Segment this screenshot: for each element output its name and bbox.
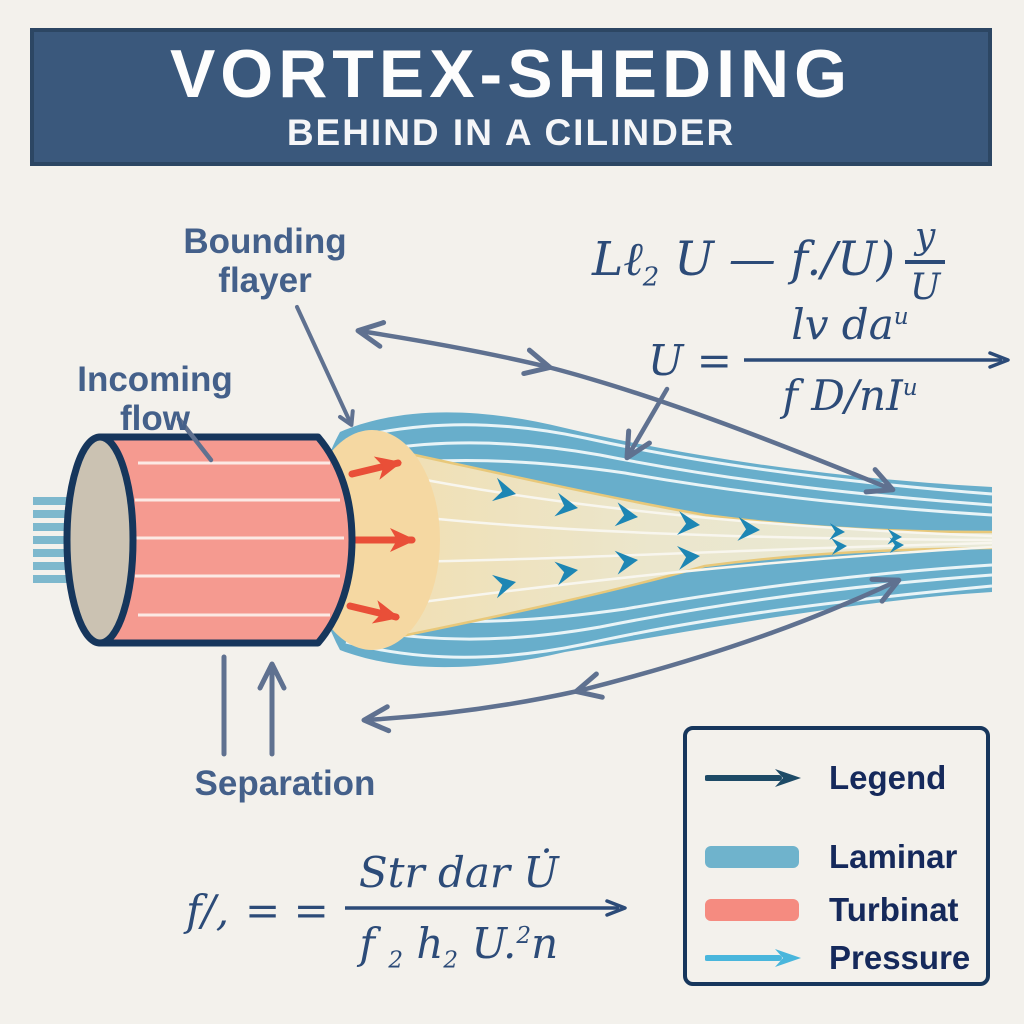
fraction-arrow-bar-icon: [344, 899, 627, 917]
annotation-arrow-top: [355, 320, 553, 377]
annotation-arrow-bottom-continue: [361, 688, 581, 734]
fraction-denominator: U: [909, 267, 941, 308]
fraction-denominator: f 2 h2 U.2n: [359, 919, 559, 974]
formula-velocity-lhs: U =: [648, 335, 732, 385]
annotation-arrow-top-continue: [545, 364, 896, 495]
fraction-denominator: f D/nIu: [782, 371, 918, 420]
formula-top-fraction: y U: [905, 216, 946, 308]
flow-chevron-icon: [829, 523, 845, 540]
flow-chevron-icon: [889, 537, 904, 554]
boundary-layer-pointer: [295, 305, 355, 427]
formula-velocity-fraction: lv dau f D/nIu: [743, 300, 1016, 420]
red-flow-arrow-icon: [346, 600, 400, 624]
cylinder-surface-lines: [135, 461, 344, 617]
label-separation: Separation: [194, 764, 376, 803]
incoming-stream-stripes: [33, 497, 71, 583]
label-incoming-flow: Incoming flow: [55, 360, 255, 438]
flow-chevron-icon: [614, 550, 638, 575]
flow-chevron-icon: [614, 502, 638, 527]
legend-item-label: Turbinat: [829, 891, 959, 928]
annotation-arrows: [176, 305, 902, 757]
formula-top-base: Lℓ: [592, 231, 643, 287]
formula-top-rest: U — f./U): [659, 231, 896, 287]
label-incoming-flow-line2: flow: [120, 399, 190, 439]
formula-top-lhs: Lℓ2 U — f./U): [592, 232, 895, 292]
flow-chevron-icon: [737, 516, 760, 541]
cylinder: [63, 433, 356, 647]
flow-chevron-icon: [554, 561, 578, 586]
fraction-bar: [905, 260, 946, 264]
formula-top: Lℓ2 U — f./U) y U: [592, 216, 946, 308]
formula-velocity: U = lv dau f D/nIu: [648, 300, 1016, 420]
fraction-numerator: lv dau: [791, 300, 909, 349]
flow-chevron-icon: [677, 545, 700, 570]
legend-item-turbinat: Turbinat: [687, 891, 986, 928]
cylinder-body: [96, 433, 356, 647]
legend-item-label: Legend: [829, 759, 947, 796]
incoming-flow-pointer: [176, 416, 214, 463]
fraction-numerator: Str dar U̇: [358, 848, 559, 897]
flow-chevron-icon: [491, 477, 516, 502]
formula-frequency-fraction: Str dar U̇ f 2 h2 U.2n: [344, 848, 633, 974]
fraction-arrow-bar-icon: [743, 351, 1010, 369]
cylinder-end-cap: [63, 433, 137, 647]
flow-chevron-icon: [677, 511, 700, 536]
legend-item-label: Pressure: [829, 939, 971, 976]
legend-item-pressure: Pressure: [687, 939, 986, 976]
formula-frequency: f/, = = Str dar U̇ f 2 h2 U.2n: [186, 848, 633, 973]
legend-item-legend: Legend: [687, 759, 986, 796]
flow-chevron-icons: [491, 477, 904, 599]
wedge-boundary-lines: [391, 448, 993, 640]
red-flow-arrow-icon: [348, 456, 402, 480]
flow-chevron-icon: [887, 528, 902, 545]
label-boundary-layer: Bounding flayer: [140, 222, 390, 300]
legend-box: Legend Laminar Turbinat Pressure: [683, 726, 990, 986]
flow-chevron-icon: [491, 574, 516, 599]
formula-top-sub: 2: [642, 262, 660, 293]
page-title: VORTEX-SHEDING: [169, 36, 853, 112]
laminar-swatch-icon: [705, 846, 805, 868]
title-banner: VORTEX-SHEDING BEHIND IN A CILINDER: [30, 28, 992, 166]
formula-frequency-lhs: f/,: [186, 886, 230, 936]
page-subtitle: BEHIND IN A CILINDER: [286, 112, 736, 153]
label-boundary-layer-line2: flayer: [218, 261, 312, 301]
formula-frequency-equals: = =: [245, 886, 329, 936]
light-arrow-icon: [705, 946, 805, 970]
turbulent-swatch-icon: [705, 899, 805, 921]
red-flow-arrow-icons: [346, 456, 416, 624]
label-boundary-layer-line1: Bounding: [183, 222, 347, 261]
flow-chevron-icon: [554, 492, 578, 517]
formula-pointer-arrow: [624, 386, 670, 461]
legend-item-laminar: Laminar: [687, 838, 986, 875]
dark-arrow-icon: [705, 766, 805, 790]
fraction-numerator: y: [914, 216, 936, 257]
annotation-arrow-bottom: [573, 576, 902, 700]
label-incoming-flow-line1: Incoming: [77, 360, 233, 399]
legend-item-label: Laminar: [829, 838, 958, 875]
flow-chevron-icon: [831, 538, 847, 555]
